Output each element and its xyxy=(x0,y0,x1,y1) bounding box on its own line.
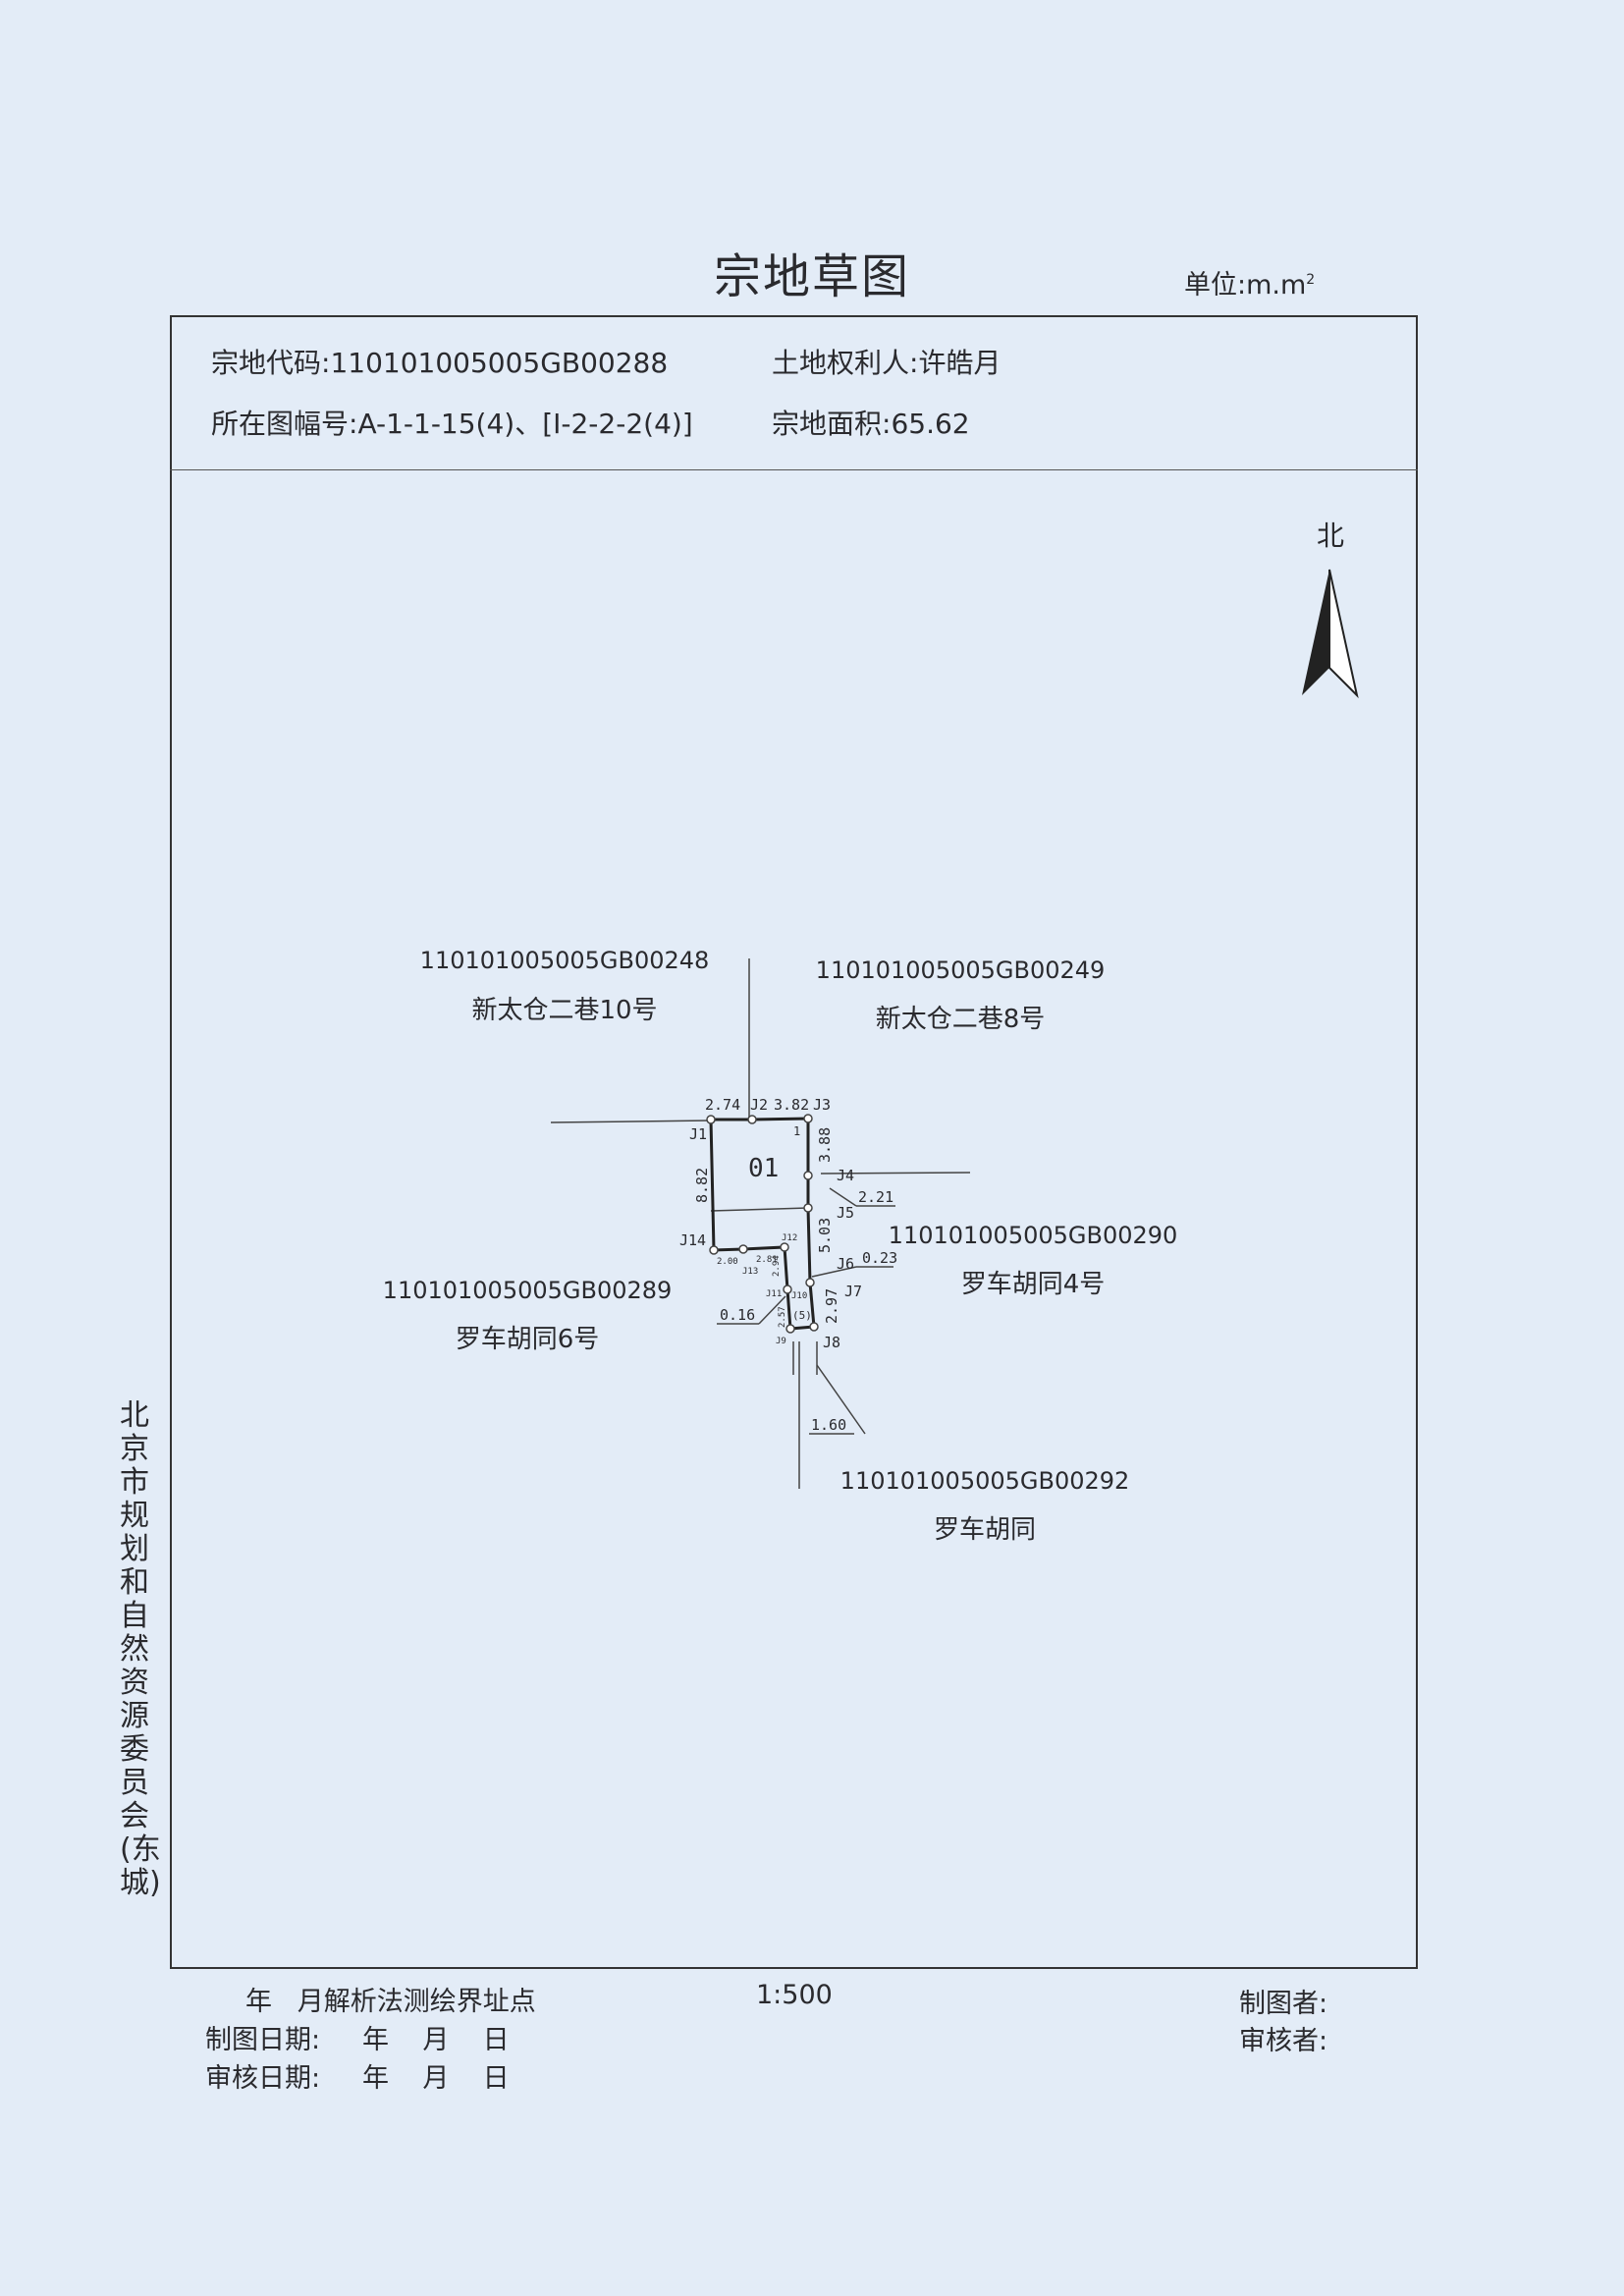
distance-label: 2.74 xyxy=(705,1096,740,1114)
point-label: J5 xyxy=(837,1204,854,1222)
neighbor-code: 110101005005GB00248 xyxy=(419,947,710,974)
distance-label: 2.94 xyxy=(772,1255,782,1277)
map-frame xyxy=(170,315,1418,1969)
point-label: J3 xyxy=(813,1096,831,1114)
neighbor-lines xyxy=(550,958,971,1489)
offset-label: 1.60 xyxy=(811,1416,846,1434)
offset-label: 0.16 xyxy=(720,1306,755,1324)
point-label: J6 xyxy=(837,1255,854,1273)
distance-label: 2.97 xyxy=(823,1288,840,1324)
owner-row: 土地权利人:许皓月 xyxy=(772,342,1001,381)
neighbor-code: 110101005005GB00290 xyxy=(888,1222,1178,1249)
sheet-label: 所在图幅号: xyxy=(211,408,358,440)
distance-label: 1 xyxy=(793,1124,800,1138)
offset-label: 2.21 xyxy=(858,1188,893,1206)
point-label: J14 xyxy=(679,1231,706,1249)
owner-label: 土地权利人: xyxy=(772,347,919,379)
reviewer-label: 审核者: xyxy=(1239,2026,1328,2056)
neighbor-name: 罗车胡同4号 xyxy=(960,1270,1106,1299)
point-label: J8 xyxy=(823,1334,840,1351)
distance-label: 5.03 xyxy=(816,1218,834,1253)
point-label: J2 xyxy=(750,1096,768,1114)
neighbor-name: 罗车胡同6号 xyxy=(455,1325,600,1354)
sub-number: (5) xyxy=(792,1309,812,1322)
north-arrow-icon xyxy=(1302,569,1359,699)
neighbor-name: 新太仓二巷8号 xyxy=(875,1005,1046,1034)
offset-label: 0.23 xyxy=(862,1249,897,1267)
neighbor-name: 新太仓二巷10号 xyxy=(471,996,658,1025)
area-label: 宗地面积: xyxy=(772,408,892,440)
point-label: J13 xyxy=(742,1267,758,1277)
point-label: J7 xyxy=(844,1283,862,1300)
scale: 1:500 xyxy=(756,1980,833,2010)
distance-label: 2.81 xyxy=(756,1255,778,1265)
unit-sup: 2 xyxy=(1306,272,1316,288)
area-value: 65.62 xyxy=(891,408,970,440)
page-title: 宗地草图 xyxy=(713,249,910,304)
neighbor-name: 罗车胡同 xyxy=(933,1515,1037,1545)
area-row: 宗地面积:65.62 xyxy=(772,403,970,442)
point-label: J4 xyxy=(837,1167,854,1184)
issuer-side-text: 北京市规划和自然资源委员会(东城) xyxy=(120,1398,161,1900)
survey-method: 年 月解析法测绘界址点 xyxy=(245,1987,536,2017)
parcel-code-label: 宗地代码: xyxy=(211,347,331,379)
distance-label: 8.82 xyxy=(693,1168,711,1203)
unit-label: 单位:m.m2 xyxy=(1184,263,1315,301)
boundary-points xyxy=(706,1114,819,1334)
drawer-label: 制图者: xyxy=(1239,1989,1328,2019)
parcel-code-row: 宗地代码:110101005005GB00288 xyxy=(211,342,668,381)
parcel-code-value: 110101005005GB00288 xyxy=(330,347,669,379)
sheet-row: 所在图幅号:A-1-1-15(4)、[I-2-2-2(4)] xyxy=(211,403,693,442)
sheet-value: A-1-1-15(4)、[I-2-2-2(4)] xyxy=(357,408,693,440)
distance-label: 3.82 xyxy=(774,1096,809,1114)
distance-label: 2.57 xyxy=(778,1306,787,1328)
owner-value: 许皓月 xyxy=(918,347,1001,379)
draw-date: 制图日期: 年 月 日 xyxy=(205,2025,510,2055)
point-label: J9 xyxy=(776,1337,786,1346)
neighbor-code: 110101005005GB00289 xyxy=(382,1277,673,1304)
neighbor-code: 110101005005GB00249 xyxy=(815,957,1106,984)
distance-label: 3.88 xyxy=(816,1127,834,1163)
review-date: 审核日期: 年 月 日 xyxy=(205,2063,510,2094)
neighbor-code: 110101005005GB00292 xyxy=(839,1467,1130,1495)
north-label: 北 xyxy=(1317,519,1345,552)
point-label: J11 xyxy=(766,1289,782,1299)
point-label: J1 xyxy=(689,1125,707,1143)
point-label: J10 xyxy=(791,1291,807,1301)
point-label: J12 xyxy=(782,1233,797,1243)
unit-text: 单位:m.m xyxy=(1184,270,1307,301)
header-divider xyxy=(170,469,1418,470)
distance-label: 2.00 xyxy=(717,1257,738,1267)
parcel-number: 01 xyxy=(748,1154,779,1183)
